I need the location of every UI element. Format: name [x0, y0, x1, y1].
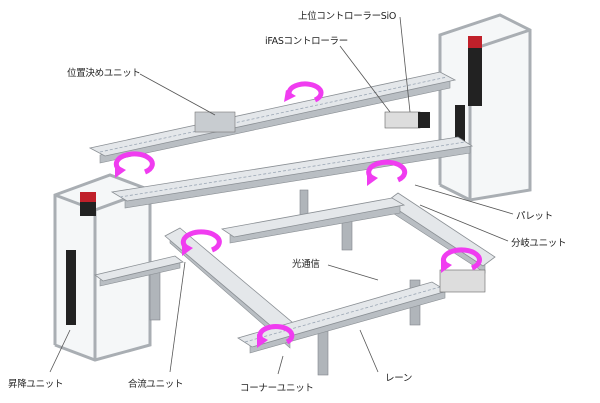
- label-lane: レーン: [385, 373, 413, 384]
- rotation-arrow-icon: [440, 247, 482, 273]
- ifas-controller-box: [384, 111, 421, 129]
- rotation-arrow-icon: [366, 159, 408, 186]
- lanes: [88, 71, 496, 354]
- rotation-arrow-icon: [257, 324, 295, 348]
- rotation-arrow-icon: [284, 81, 324, 103]
- right-lift-frame: [438, 13, 532, 202]
- label-optical-comm: 光通信: [292, 259, 320, 270]
- branch-unit-box: [439, 269, 486, 293]
- label-host-controller: 上位コントローラーSiO: [298, 11, 397, 22]
- rotation-arrow-icon: [113, 151, 155, 178]
- rotation-arrow-icon: [180, 229, 222, 256]
- rotation-arrows: [113, 81, 482, 348]
- label-corner-unit: コーナーユニット: [240, 383, 314, 394]
- label-ifas-controller: iFASコントローラー: [265, 36, 348, 47]
- label-lift-unit: 昇降ユニット: [8, 379, 64, 390]
- label-merge-unit: 合流ユニット: [128, 379, 184, 390]
- left-lift-unit: [53, 173, 152, 362]
- label-pallet: パレット: [516, 211, 553, 222]
- right-lift-column: [468, 36, 482, 106]
- label-branch-unit: 分岐ユニット: [511, 238, 567, 249]
- label-positioning-unit: 位置決めユニット: [67, 68, 141, 79]
- leader-lines: [49, 16, 514, 375]
